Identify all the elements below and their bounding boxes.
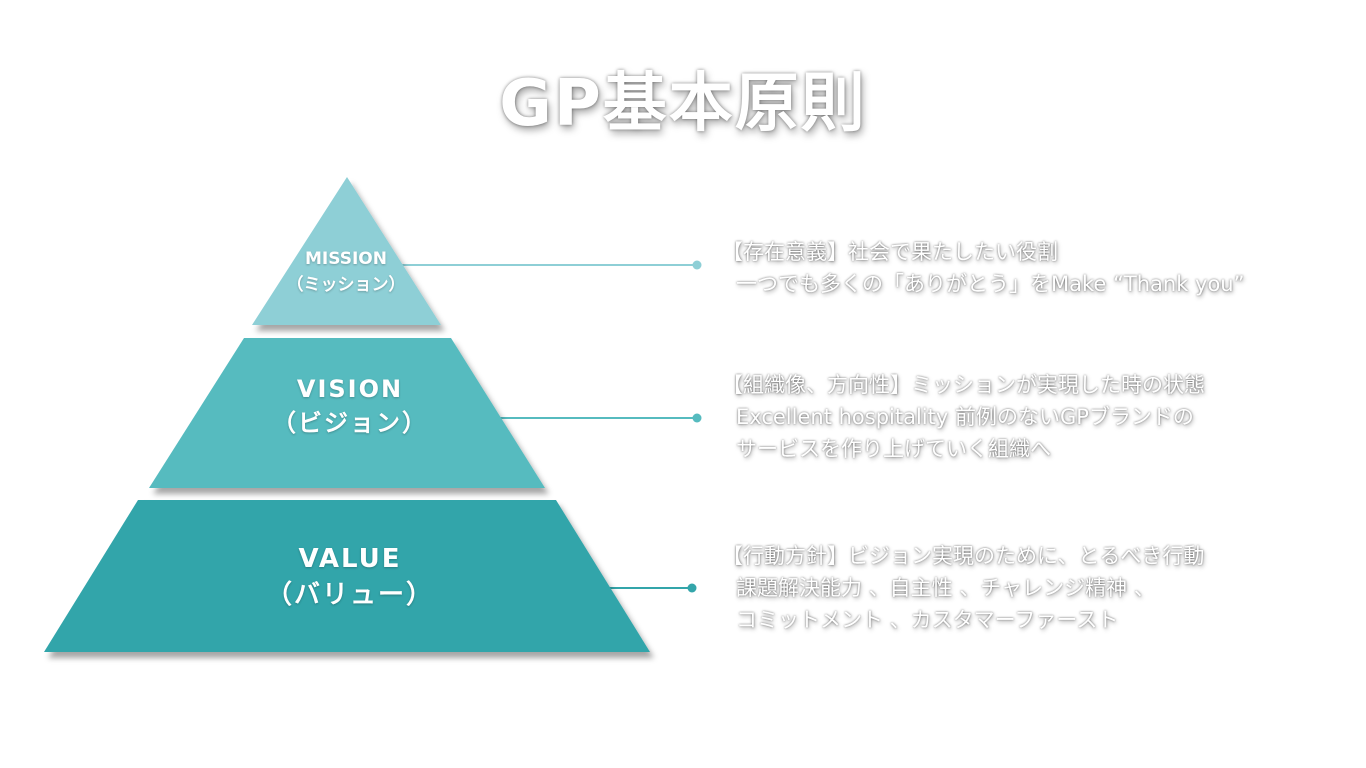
vision-name: VISION — [296, 375, 404, 403]
value-line-2: コミットメント 、カスタマーファースト — [736, 608, 1119, 632]
vision-heading: 【組織像、方向性】ミッションが実現した時の状態 — [722, 373, 1205, 397]
mission-line-1: 一つでも多くの「ありがとう」をMake “Thank you” — [736, 272, 1245, 296]
vision-line-1: Excellent hospitality 前例のないGPブランドの — [736, 405, 1194, 429]
mission-description: 【存在意義】社会で果たしたい役割 一つでも多くの「ありがとう」をMake “Th… — [722, 236, 1245, 300]
vision-line-2: サービスを作り上げていく組織へ — [736, 437, 1051, 461]
vision-reading: （ビジョン） — [272, 409, 428, 437]
mission-tier-label: MISSION （ミッション） — [266, 246, 426, 298]
mission-reading: （ミッション） — [286, 275, 406, 295]
value-line-1: 課題解決能力 、自主性 、チャレンジ精神 、 — [736, 576, 1155, 600]
mission-connector-dot — [692, 260, 702, 270]
vision-description: 【組織像、方向性】ミッションが実現した時の状態 Excellent hospit… — [722, 369, 1205, 465]
mission-name: MISSION — [305, 249, 387, 269]
mission-heading: 【存在意義】社会で果たしたい役割 — [722, 240, 1058, 264]
vision-tier-label: VISION （ビジョン） — [230, 372, 470, 440]
value-name: VALUE — [298, 544, 402, 574]
vision-connector-dot — [692, 413, 702, 423]
value-tier-label: VALUE （バリュー） — [230, 541, 470, 613]
mission-tier — [252, 177, 441, 325]
value-tier — [44, 500, 650, 652]
page-title: GP基本原則 — [499, 67, 867, 141]
value-heading: 【行動方針】ビジョン実現のために、とるべき行動 — [722, 544, 1205, 568]
vision-tier — [149, 338, 545, 488]
value-connector-dot — [687, 583, 697, 593]
value-description: 【行動方針】ビジョン実現のために、とるべき行動 課題解決能力 、自主性 、チャレ… — [722, 540, 1204, 636]
value-reading: （バリュー） — [265, 580, 434, 610]
